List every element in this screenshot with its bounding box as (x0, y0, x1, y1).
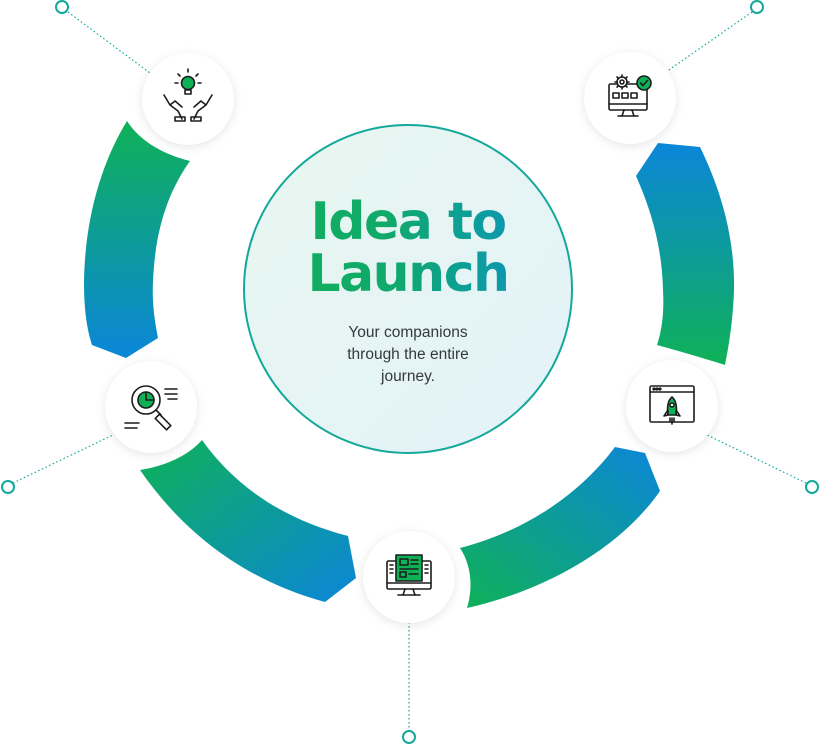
connector-line-top-left (67, 11, 155, 77)
browser-rocket-icon (649, 385, 695, 425)
connector-line-right (704, 433, 807, 484)
node-launch (626, 360, 718, 452)
arc-segment-lower-right (460, 447, 660, 608)
node-design (363, 531, 455, 623)
title-line-1: Idea to (310, 192, 506, 252)
end-dot-top-right (750, 0, 764, 14)
connector-line-left (12, 433, 116, 484)
magnifier-chart-icon (124, 385, 178, 431)
lightbulb-hands-icon (163, 68, 213, 122)
connector-line-top-right (665, 11, 753, 73)
end-dot-right (805, 480, 819, 494)
end-dot-top-left (55, 0, 69, 14)
gear-monitor-check-icon (608, 74, 652, 117)
subtitle: Your companions through the entire journ… (323, 322, 493, 388)
subtitle-line-2: through the entire (347, 346, 469, 363)
subtitle-line-1: Your companions (348, 324, 468, 341)
arc-segment-lower-left (140, 440, 356, 602)
end-dot-left (1, 480, 15, 494)
page-title: Idea to Launch (243, 196, 573, 300)
subtitle-line-3: journey. (381, 368, 435, 385)
center-circle (243, 124, 573, 454)
node-ideation (142, 53, 234, 145)
end-dot-bottom (402, 730, 416, 744)
arc-segment-upper-left (84, 121, 190, 358)
monitor-wireframe-icon (386, 554, 432, 596)
node-research (105, 361, 197, 453)
title-line-2: Launch (307, 244, 509, 304)
node-development (584, 52, 676, 144)
connector-lines (12, 11, 807, 731)
arc-segment-upper-right (636, 143, 735, 365)
